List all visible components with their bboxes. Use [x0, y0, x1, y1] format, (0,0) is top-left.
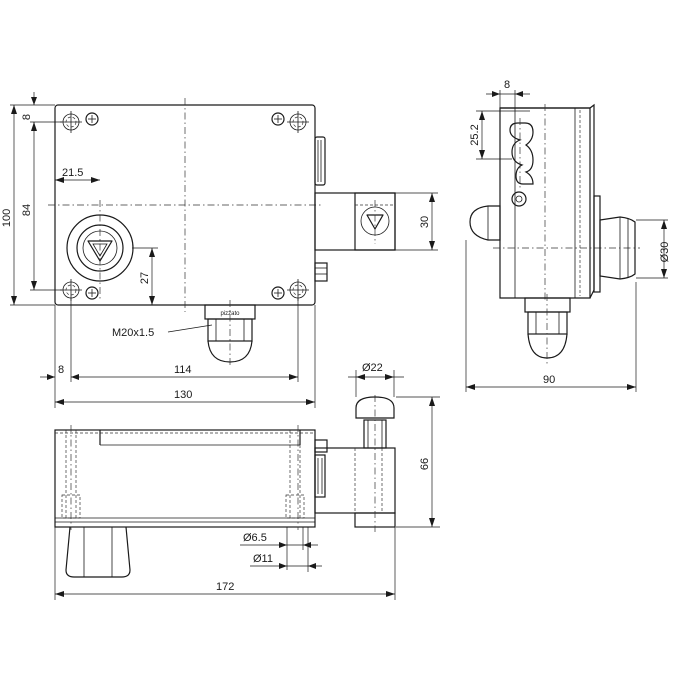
dim-172: 172 — [216, 581, 234, 593]
mounting-hole-tl — [60, 111, 82, 133]
dim-30-front: 30 — [419, 216, 431, 228]
dim-84: 84 — [21, 204, 33, 216]
dim-130: 130 — [174, 389, 192, 401]
svg-text:pizzato: pizzato — [220, 311, 240, 317]
dim-22: Ø22 — [362, 362, 383, 374]
dim-27: 27 — [139, 272, 151, 284]
actuator-cone — [65, 526, 131, 578]
dim-30-side: Ø30 — [659, 242, 671, 263]
bottom-dimensions: Ø22 66 Ø6.5 Ø11 172 — [54, 362, 440, 600]
cam-slot — [509, 118, 534, 207]
dim-8-bottom: 8 — [58, 364, 64, 376]
mounting-hole-br — [287, 279, 309, 301]
dim-90: 90 — [543, 374, 555, 386]
cable-gland-side — [524, 294, 571, 364]
front-dimensions: 100 84 8 21.5 27 30 M20x1.5 — [1, 92, 438, 408]
push-button-side — [469, 205, 501, 241]
bottom-view — [54, 395, 396, 578]
actuator-nose — [593, 195, 636, 293]
small-connector — [314, 262, 328, 282]
screw-br — [271, 286, 285, 300]
dim-114: 114 — [174, 364, 192, 376]
screw-bl — [85, 286, 99, 300]
dim-8-left: 8 — [21, 114, 33, 120]
dim-25-2: 25.2 — [469, 124, 481, 145]
dim-6-5: Ø6.5 — [243, 532, 267, 544]
front-view: pizzato — [48, 98, 396, 368]
screw-tr — [271, 112, 285, 126]
side-view — [469, 103, 640, 364]
thread-label: M20x1.5 — [112, 327, 154, 339]
mounting-hole-tr — [287, 111, 309, 133]
mounting-hole-bl — [60, 279, 82, 301]
dim-21-5: 21.5 — [62, 167, 83, 179]
dim-66: 66 — [419, 458, 431, 470]
screw-tl — [85, 112, 99, 126]
side-knob — [314, 136, 326, 186]
side-dimensions: 8 25.2 Ø30 90 — [465, 79, 671, 392]
actuator-housing — [314, 192, 396, 251]
dim-100: 100 — [1, 209, 13, 227]
cable-gland-front: pizzato — [204, 300, 256, 368]
dim-11: Ø11 — [253, 553, 273, 565]
dim-8-side: 8 — [504, 79, 510, 91]
